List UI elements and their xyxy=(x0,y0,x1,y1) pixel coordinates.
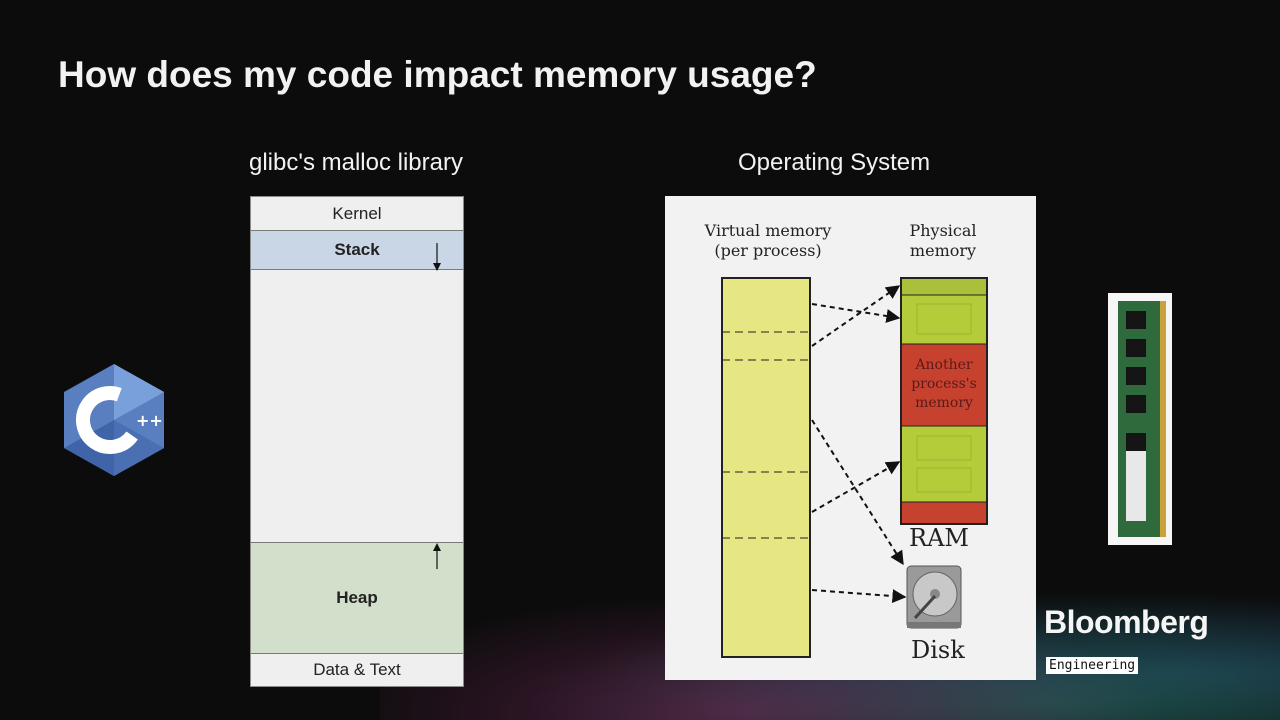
physical-memory-label: Physical memory xyxy=(901,221,985,261)
virtual-memory-label: Virtual memory (per process) xyxy=(703,221,833,261)
heap-growth-arrow-icon xyxy=(433,543,441,569)
os-heading: Operating System xyxy=(738,149,931,176)
cpp-logo-icon: ++ xyxy=(64,364,164,476)
virtual-memory-label-line1: Virtual memory xyxy=(704,221,832,240)
virtual-memory-label-line2: (per process) xyxy=(714,241,822,260)
stack-growth-arrow-icon xyxy=(433,243,441,271)
disk-label: Disk xyxy=(911,636,965,664)
another-process-line1: Another xyxy=(915,357,973,373)
another-process-memory-label: Another process's memory xyxy=(901,356,987,413)
physical-memory-label-line1: Physical xyxy=(909,221,977,240)
hard-disk-icon xyxy=(906,565,962,629)
ram-module-icon xyxy=(1108,293,1172,545)
bloomberg-logo: Bloomberg xyxy=(1044,604,1209,640)
kernel-segment: Kernel xyxy=(251,197,463,231)
physical-memory-label-line2: memory xyxy=(909,241,977,260)
process-memory-layout: Kernel Stack Heap Data & Text xyxy=(250,196,464,687)
stack-segment: Stack xyxy=(251,231,463,270)
slide-title: How does my code impact memory usage? xyxy=(58,54,817,95)
virtual-physical-mapping xyxy=(721,277,988,658)
ram-label: RAM xyxy=(909,524,969,552)
data-text-segment: Data & Text xyxy=(251,653,463,686)
free-space-segment xyxy=(251,270,463,542)
another-process-line3: memory xyxy=(915,395,973,411)
heap-segment: Heap xyxy=(251,542,463,653)
another-process-line2: process's xyxy=(911,376,977,392)
malloc-heading: glibc's malloc library xyxy=(249,149,463,176)
os-memory-diagram: Virtual memory (per process) Physical me… xyxy=(665,196,1036,680)
svg-text:++: ++ xyxy=(136,411,163,430)
engineering-badge: Engineering xyxy=(1046,657,1139,674)
